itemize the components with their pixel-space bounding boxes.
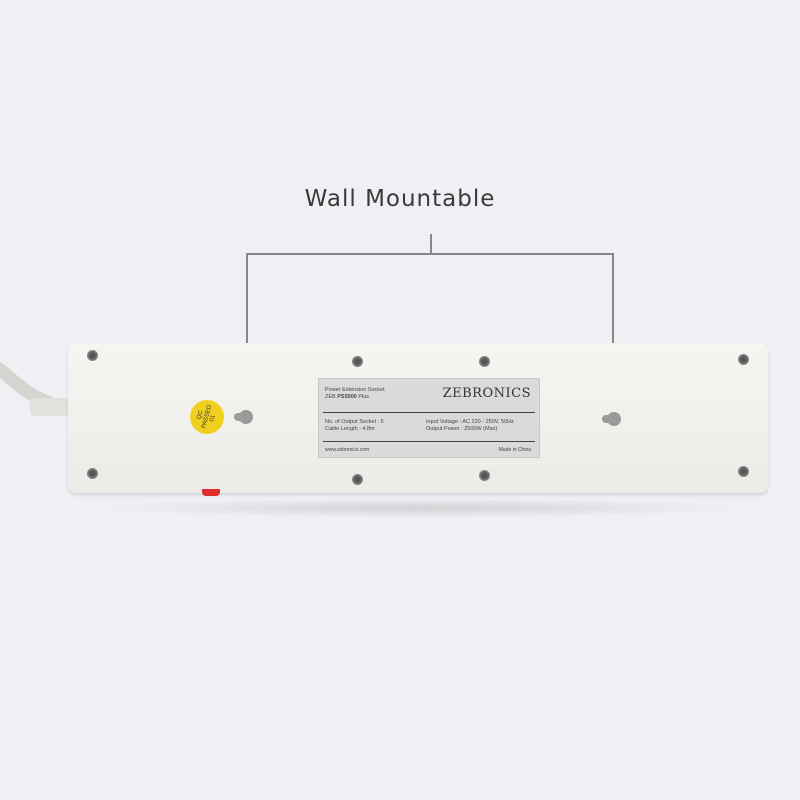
model-suffix: Plus <box>358 394 370 400</box>
callout-line <box>246 253 614 255</box>
screw-icon <box>87 350 98 361</box>
output-power: Output Power : 2500W (Max) <box>426 426 498 432</box>
keyhole-slot-icon <box>234 410 253 424</box>
screw-icon <box>479 356 490 367</box>
screw-icon <box>738 354 749 365</box>
input-voltage: Input Voltage : AC 220 - 250V, 50Hz <box>426 419 514 425</box>
callout-line <box>612 253 614 393</box>
model-line: ZEB PS5500 Plus <box>325 394 369 400</box>
cable-length: Cable Length : 4.8m <box>325 426 375 432</box>
screw-icon <box>479 470 490 481</box>
callout-line <box>246 253 248 393</box>
power-cable <box>0 362 72 416</box>
screw-icon <box>87 468 98 479</box>
product-name: Power Extension Socket <box>325 387 385 393</box>
screw-icon <box>738 466 749 477</box>
switch-indicator <box>202 489 220 496</box>
website: www.zebronics.com <box>325 447 370 453</box>
origin: Made in China <box>498 447 531 453</box>
model-prefix: ZEB <box>325 394 336 400</box>
socket-count: No. of Output Socket : 5 <box>325 419 384 425</box>
brand-logo: ZEBRONICS <box>442 386 531 401</box>
rating-label: Power Extension Socket ZEB PS5500 Plus Z… <box>318 378 540 458</box>
headline: Wall Mountable <box>304 186 496 212</box>
qc-text: 01 <box>209 414 217 423</box>
model-number: PS5500 <box>337 394 357 400</box>
shadow <box>90 498 750 518</box>
keyhole-slot-icon <box>602 412 621 426</box>
screw-icon <box>352 356 363 367</box>
screw-icon <box>352 474 363 485</box>
callout-line <box>430 234 432 254</box>
